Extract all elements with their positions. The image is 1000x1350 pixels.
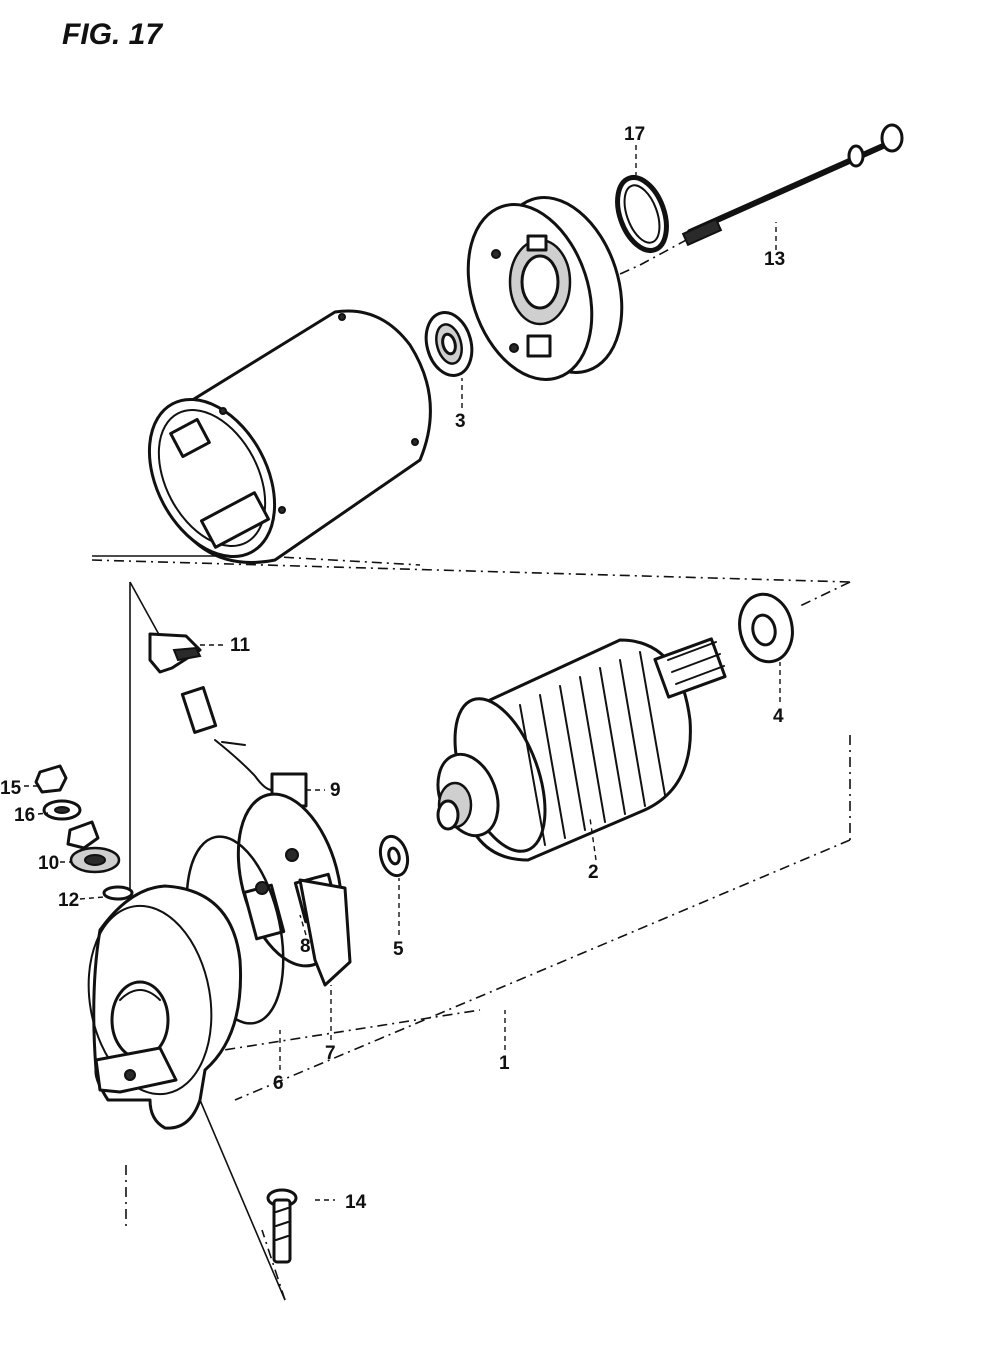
callout-17: 17 [624,124,645,145]
oil-seal [424,311,474,377]
callout-14: 14 [345,1192,367,1213]
terminal-o-ring [102,885,134,901]
callout-numbers: 17 13 3 11 4 9 15 16 10 12 2 8 5 7 6 1 1… [0,124,785,1213]
callout-1: 1 [499,1053,510,1074]
callout-8: 8 [300,936,311,957]
terminal-insulator [66,820,121,874]
figure-title: FIG. 17 [62,18,163,51]
rear-end-cover [87,884,243,1130]
callout-5: 5 [393,939,404,960]
yoke-housing [147,309,432,564]
terminal-nut [34,764,68,794]
callout-leader-lines [24,145,781,1201]
thrust-washer-rear [738,592,794,664]
mounting-screw [266,1188,298,1264]
callout-10: 10 [38,853,59,874]
callout-13: 13 [764,249,785,270]
thrust-washer-front [378,834,410,878]
brush-with-lead [180,686,308,808]
callout-12: 12 [58,890,79,911]
through-bolt [681,123,904,247]
terminal-washer [42,799,82,821]
callout-4: 4 [773,706,784,727]
callout-16: 16 [14,805,35,826]
callout-7: 7 [325,1043,336,1064]
brush-terminal [148,632,202,674]
callout-11: 11 [230,635,251,656]
callout-9: 9 [330,780,341,801]
o-ring [615,175,669,253]
brush-holder-plate [236,792,352,987]
armature-windings [519,651,666,846]
callout-15: 15 [0,778,22,799]
callout-3: 3 [455,411,466,432]
callout-6: 6 [273,1073,284,1094]
armature [436,637,727,862]
front-end-cover [466,196,624,381]
callout-2: 2 [588,862,599,883]
